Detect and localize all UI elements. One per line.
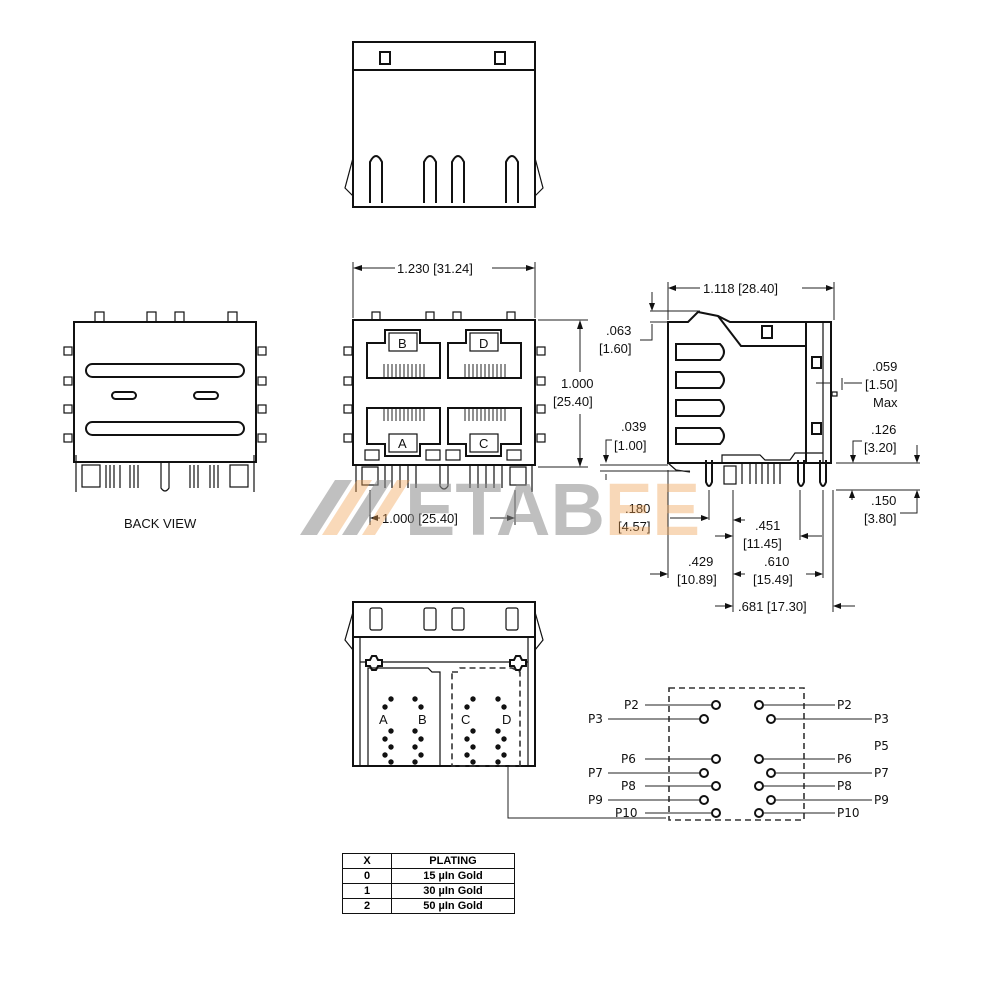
front-dimensions: 1.230 [31.24] 1.000 [25.40] 1.000 [25.40… bbox=[352, 261, 594, 526]
plating-table: X PLATING 0 15 µIn Gold 1 30 µIn Gold 2 … bbox=[342, 853, 515, 914]
port-label-A: A bbox=[398, 436, 407, 451]
dim-protrusion-in: .059 bbox=[872, 359, 897, 374]
port-D: D bbox=[447, 329, 522, 379]
dim-overall-width: 1.230 [31.24] bbox=[397, 261, 473, 276]
back-pins bbox=[75, 455, 255, 492]
dim-height-in: 1.000 bbox=[561, 376, 594, 391]
cell-x: 2 bbox=[342, 898, 392, 914]
pin-label-right-P5: P5 bbox=[874, 739, 889, 753]
bottom-label-D: D bbox=[502, 712, 511, 727]
dim-height-mm: [25.40] bbox=[553, 394, 593, 409]
bottom-view: A B C D bbox=[344, 601, 666, 819]
right-pins bbox=[754, 700, 872, 818]
pin-label-left-P7: P7 bbox=[588, 766, 603, 780]
watermark: ETAB EE bbox=[300, 468, 700, 551]
pin-label-left-P6: P6 bbox=[621, 752, 636, 766]
cell-plating: 50 µIn Gold bbox=[391, 898, 515, 914]
pin-label-left-P9: P9 bbox=[588, 793, 603, 807]
dim-pin-offset-in: .126 bbox=[871, 422, 896, 437]
pin-label-right-P8: P8 bbox=[837, 779, 852, 793]
left-pins bbox=[608, 700, 721, 818]
cell-x: 0 bbox=[342, 868, 392, 884]
dim-row4: .681 [17.30] bbox=[738, 599, 807, 614]
front-view: B D bbox=[343, 261, 594, 526]
dim-tail-len-mm: [3.80] bbox=[864, 511, 897, 526]
dim-tail-len-in: .150 bbox=[871, 493, 896, 508]
side-view: 1.118 [28.40] .063 [1.60] .039 [1.00] .0… bbox=[599, 281, 920, 614]
back-view: BACK VIEW bbox=[63, 311, 267, 531]
pinout-detail: P2 P3 P6 P7 P8 P9 P10 P2 P3 P5 P6 P7 P8 … bbox=[588, 687, 889, 821]
dim-front-post-in: .180 bbox=[625, 501, 650, 516]
dim-standoff-in: .039 bbox=[621, 419, 646, 434]
dim-pin-offset-mm: [3.20] bbox=[864, 440, 897, 455]
bottom-pin-dots bbox=[382, 696, 507, 765]
front-pins bbox=[355, 465, 533, 492]
pin-label-right-P9: P9 bbox=[874, 793, 889, 807]
port-label-D: D bbox=[479, 336, 488, 351]
dim-row3-mm: [15.49] bbox=[753, 572, 793, 587]
dim-post-spacing: 1.000 [25.40] bbox=[382, 511, 458, 526]
top-view bbox=[344, 41, 544, 208]
port-C: C bbox=[445, 407, 522, 461]
dim-front-post-mm: [4.57] bbox=[618, 519, 651, 534]
table-row: 0 15 µIn Gold bbox=[342, 868, 515, 884]
table-row: 2 50 µIn Gold bbox=[342, 898, 515, 914]
watermark-text-orange: EE bbox=[605, 468, 700, 551]
dim-depth: 1.118 [28.40] bbox=[703, 281, 778, 296]
dim-row1-mm: [11.45] bbox=[743, 536, 782, 551]
cell-x: 1 bbox=[342, 883, 392, 899]
port-label-B: B bbox=[398, 336, 407, 351]
bottom-label-B: B bbox=[418, 712, 427, 727]
side-latches bbox=[675, 343, 725, 445]
dim-latch-height-in: .063 bbox=[606, 323, 631, 338]
dim-row2-mm: [10.89] bbox=[677, 572, 717, 587]
side-dimensions: 1.118 [28.40] .063 [1.60] .039 [1.00] .0… bbox=[599, 281, 920, 614]
dim-row2-in: .429 bbox=[688, 554, 713, 569]
side-pins bbox=[667, 452, 827, 487]
pin-label-left-P8: P8 bbox=[621, 779, 636, 793]
pin-label-right-P10: P10 bbox=[837, 806, 860, 820]
pin-label-right-P2: P2 bbox=[837, 698, 852, 712]
bottom-label-A: A bbox=[379, 712, 388, 727]
bottom-label-C: C bbox=[461, 712, 470, 727]
pin-label-left-P10: P10 bbox=[615, 806, 638, 820]
pin-label-left-P3: P3 bbox=[588, 712, 603, 726]
dim-standoff-mm: [1.00] bbox=[614, 438, 647, 453]
plating-header-row: X PLATING bbox=[342, 853, 515, 869]
port-label-C: C bbox=[479, 436, 488, 451]
back-view-label: BACK VIEW bbox=[124, 516, 197, 531]
dim-latch-height-mm: [1.60] bbox=[599, 341, 632, 356]
cell-plating: 15 µIn Gold bbox=[391, 868, 515, 884]
dim-row1-in: .451 bbox=[755, 518, 780, 533]
header-plating: PLATING bbox=[391, 853, 515, 869]
watermark-text-gray: ETAB bbox=[405, 468, 605, 551]
header-x: X bbox=[342, 853, 392, 869]
table-row: 1 30 µIn Gold bbox=[342, 883, 515, 899]
dim-protrusion-note: Max bbox=[873, 395, 898, 410]
dim-row3-in: .610 bbox=[764, 554, 789, 569]
port-A: A bbox=[364, 407, 441, 461]
port-B: B bbox=[366, 329, 441, 379]
pin-label-right-P6: P6 bbox=[837, 752, 852, 766]
top-pin-slots bbox=[369, 155, 519, 203]
pin-label-right-P3: P3 bbox=[874, 712, 889, 726]
cell-plating: 30 µIn Gold bbox=[391, 883, 515, 899]
dim-protrusion-mm: [1.50] bbox=[865, 377, 898, 392]
pin-label-right-P7: P7 bbox=[874, 766, 889, 780]
pin-label-left-P2: P2 bbox=[624, 698, 639, 712]
